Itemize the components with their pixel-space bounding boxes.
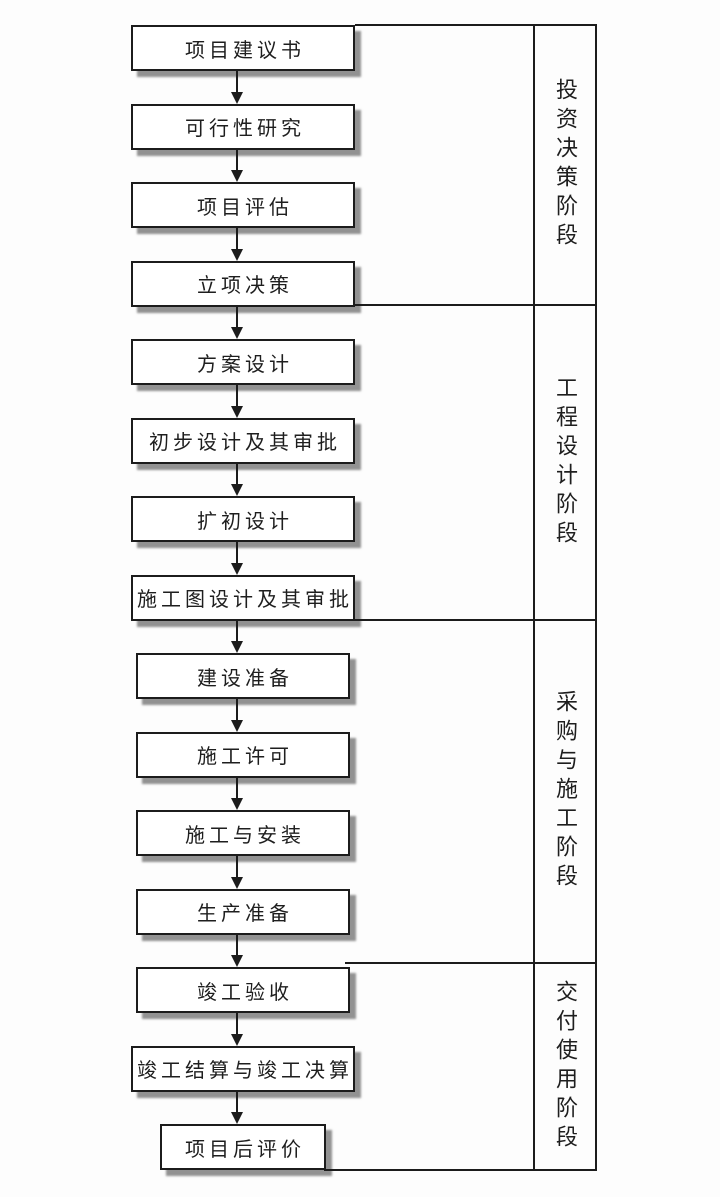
phase-divider-bottom bbox=[324, 1169, 597, 1171]
arrow-down-icon bbox=[125, 149, 349, 182]
phase-column-left-border bbox=[533, 24, 535, 1171]
flow-step-feasibility-study: 可行性研究 bbox=[131, 103, 355, 150]
flow-step-label: 竣工结算与竣工决算 bbox=[137, 1060, 353, 1082]
phase-label-procurement-construction: 采购与施工阶段 bbox=[533, 621, 597, 962]
process-flow-column: 项目建议书 可行性研究 项目评估 立项决策 方案设计 初步设计及其审批 扩初设计… bbox=[131, 25, 355, 1170]
phase-divider-design-procurement bbox=[355, 619, 597, 621]
phase-column-right-border bbox=[595, 24, 597, 1171]
arrow-down-icon bbox=[125, 385, 349, 418]
flow-step-label: 项目评估 bbox=[197, 196, 293, 219]
arrow-down-icon bbox=[125, 777, 349, 810]
flow-step-label: 施工许可 bbox=[197, 746, 293, 768]
arrow-down-icon bbox=[125, 1091, 349, 1124]
phase-label-text: 工程设计阶段 bbox=[553, 375, 578, 550]
arrow-down-icon bbox=[125, 306, 349, 339]
flow-step-construction-drawing-design-approval: 施工图设计及其审批 bbox=[131, 574, 355, 621]
flow-step-label: 扩初设计 bbox=[197, 510, 293, 533]
flow-step-post-project-evaluation: 项目后评价 bbox=[160, 1124, 326, 1170]
flow-step-construction-preparation: 建设准备 bbox=[136, 653, 350, 699]
flow-step-project-evaluation: 项目评估 bbox=[131, 182, 355, 228]
flow-step-label: 立项决策 bbox=[197, 275, 293, 297]
phase-label-investment-decision: 投资决策阶段 bbox=[533, 25, 597, 305]
flow-step-production-preparation: 生产准备 bbox=[136, 888, 350, 935]
flow-step-extended-preliminary-design: 扩初设计 bbox=[131, 496, 355, 542]
flow-step-label: 生产准备 bbox=[197, 903, 293, 925]
flow-step-project-proposal: 项目建议书 bbox=[131, 25, 355, 71]
flow-step-preliminary-design-approval: 初步设计及其审批 bbox=[131, 417, 355, 464]
phase-divider-top bbox=[355, 24, 597, 26]
flow-step-label: 初步设计及其审批 bbox=[149, 432, 341, 454]
phase-label-engineering-design: 工程设计阶段 bbox=[533, 306, 597, 619]
arrow-down-icon bbox=[125, 934, 349, 967]
flow-step-label: 方案设计 bbox=[197, 353, 293, 376]
arrow-down-icon bbox=[125, 463, 349, 496]
arrow-down-icon bbox=[125, 542, 349, 575]
flow-step-approval-decision: 立项决策 bbox=[131, 260, 355, 307]
phase-divider-procurement-delivery bbox=[345, 962, 597, 964]
phase-label-text: 交付使用阶段 bbox=[553, 979, 578, 1154]
flow-step-construction-installation: 施工与安装 bbox=[136, 810, 350, 856]
flow-step-label: 竣工验收 bbox=[197, 981, 293, 1004]
phase-label-text: 采购与施工阶段 bbox=[553, 690, 578, 893]
arrow-down-icon bbox=[125, 620, 349, 653]
arrow-down-icon bbox=[125, 856, 349, 889]
flow-step-label: 施工图设计及其审批 bbox=[137, 589, 353, 611]
flow-step-completion-acceptance: 竣工验收 bbox=[136, 967, 350, 1013]
flow-step-scheme-design: 方案设计 bbox=[131, 339, 355, 385]
flow-step-completion-settlement-final-accounts: 竣工结算与竣工决算 bbox=[131, 1045, 355, 1092]
flow-step-label: 可行性研究 bbox=[185, 118, 305, 140]
phase-label-text: 投资决策阶段 bbox=[553, 78, 578, 252]
arrow-down-icon bbox=[125, 228, 349, 261]
flow-step-label: 项目建议书 bbox=[185, 39, 305, 62]
flow-step-label: 项目后评价 bbox=[185, 1138, 305, 1161]
flow-step-label: 建设准备 bbox=[197, 667, 293, 690]
arrow-down-icon bbox=[125, 699, 349, 732]
flow-step-construction-permit: 施工许可 bbox=[136, 731, 350, 778]
arrow-down-icon bbox=[125, 1013, 349, 1046]
flow-step-label: 施工与安装 bbox=[185, 824, 305, 847]
arrow-down-icon bbox=[125, 71, 349, 104]
phase-divider-investment-design bbox=[355, 304, 597, 306]
phase-label-delivery-use: 交付使用阶段 bbox=[533, 964, 597, 1169]
